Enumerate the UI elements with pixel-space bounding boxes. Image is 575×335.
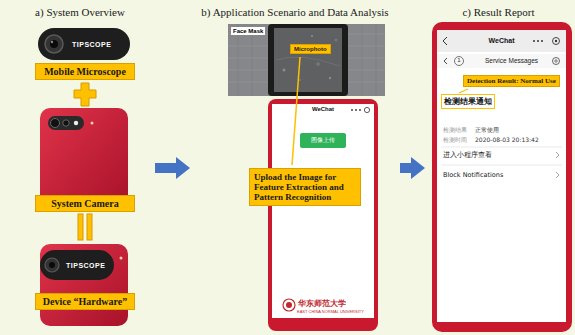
callout-box: Device “Hardware” (35, 293, 135, 310)
brand-text: TIPSCOPE (72, 41, 111, 48)
field-name-holder: 检测结果 (443, 126, 467, 135)
callout-box: Microphoto (290, 44, 331, 54)
node-text: WeChat (272, 104, 374, 112)
phone-screen: WeChat 图像上传华东师范大学EAST CHINA NORMAL UNIVER… (272, 104, 374, 318)
menu-item: 进入小程序查看 (443, 151, 492, 159)
device-hardware (40, 244, 128, 326)
callout-box: Detection Result: Normal Use (463, 75, 560, 87)
node-text: WeChat (437, 30, 566, 44)
message-title: 检测结果通知 (441, 94, 495, 109)
microscope-clip (38, 28, 130, 60)
field-value: 正常使用 (475, 126, 499, 133)
field-value-holder: 2020-08-03 20:13:42 (475, 136, 539, 143)
menu-item-holder: 进入小程序查看 (443, 151, 492, 160)
node-text: Detection Result: Normal Use (467, 77, 556, 85)
panel: c) Result ReportWeChatDetection Result: … (425, 3, 572, 333)
flow-arrow (155, 157, 190, 179)
field-value: 2020-08-03 20:13:42 (475, 136, 539, 143)
phone-back-camera (40, 108, 128, 206)
logo-text-holder: 华东师范大学 (298, 298, 346, 309)
node-text: 检测结果通知 (444, 97, 492, 106)
node-text: Microphoto (294, 46, 327, 52)
node-text: Device “Hardware” (43, 296, 128, 307)
menu-title-holder: Service Messages (485, 57, 538, 64)
node-text: a) System Overview (5, 3, 155, 18)
node-text: Upload the Image for Feature Extraction … (254, 172, 344, 202)
node-text: Mobile Microscope (44, 66, 126, 77)
callout-box: Upload the Image for Feature Extraction … (249, 168, 361, 206)
menu-item-holder: Block Notifications (443, 171, 503, 179)
node-text: c) Result Report (425, 3, 572, 18)
field-name: 检测时间 (443, 136, 467, 143)
flow-arrow (400, 157, 425, 179)
phone-upload (268, 99, 378, 331)
node-text: b) Application Scenario and Data Analysi… (190, 3, 400, 18)
menu-item: Block Notifications (443, 171, 503, 179)
leader-line (292, 57, 300, 165)
phone-result (432, 22, 572, 332)
callout-box: System Camera (35, 195, 135, 212)
callout-box: Mobile Microscope (35, 63, 135, 80)
leader-line (459, 89, 468, 93)
phone-screen: WeChatDetection Result: Normal Use 检测结果通知… (437, 30, 566, 322)
badge-number-holder: 1 (454, 57, 464, 63)
field-name-holder: 检测时间 (443, 136, 467, 145)
panel: b) Application Scenario and Data Analysi… (190, 3, 400, 333)
menu-title: Service Messages (485, 57, 538, 64)
logo-text: 华东师范大学 (298, 299, 346, 308)
logo-subtext: EAST CHINA NORMAL UNIVERSITY (297, 309, 364, 314)
node-text: Face Mask (233, 28, 263, 34)
badge-number: 1 (457, 57, 460, 63)
field-name: 检测结果 (443, 126, 467, 133)
field-value-holder: 正常使用 (475, 126, 499, 135)
brand-text: TIPSCOPE (66, 262, 105, 269)
plus-symbol (74, 83, 96, 106)
brand-text-holder: TIPSCOPE (66, 262, 105, 269)
equals-symbol (78, 214, 92, 240)
panel: a) System OverviewMobile MicroscopeSyste… (5, 3, 155, 333)
face-mask-photo (228, 24, 385, 96)
node-text: System Camera (51, 198, 118, 209)
logo-subtext-holder: EAST CHINA NORMAL UNIVERSITY (297, 309, 364, 314)
brand-text-holder: TIPSCOPE (72, 41, 111, 48)
upload-button: 图像上传 (300, 133, 346, 148)
photo-tag: Face Mask (231, 27, 265, 35)
node-text: 图像上传 (311, 136, 335, 143)
